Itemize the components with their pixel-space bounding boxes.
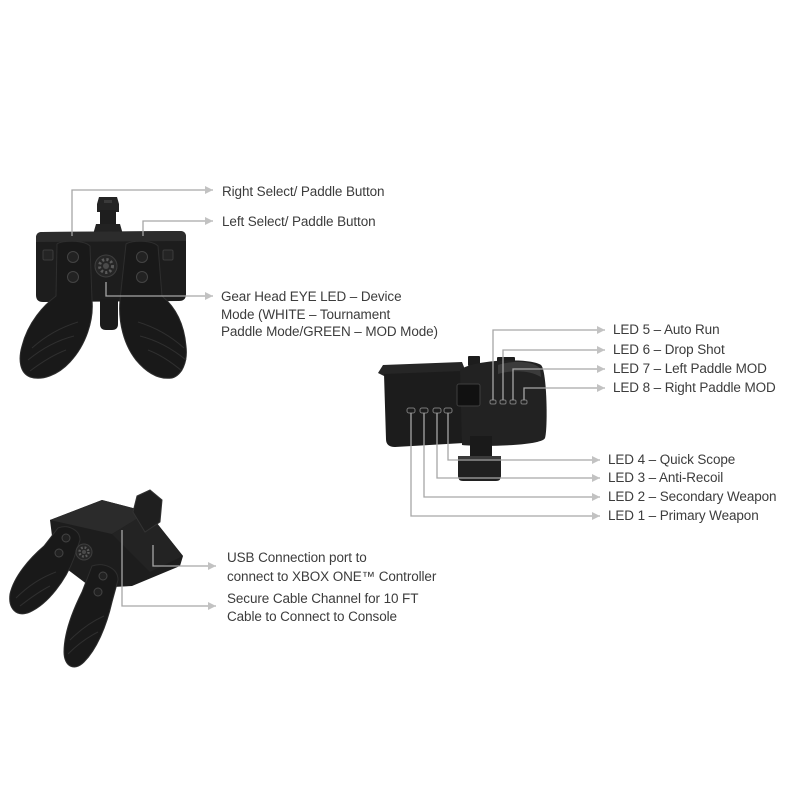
leader-line-led-6: [502, 346, 605, 400]
leader-line-led-2: [423, 413, 600, 501]
top-stem-cap: [97, 197, 119, 212]
leader-line-left-select: [142, 217, 213, 236]
left-paddle: [9, 526, 81, 615]
right-paddle-upper-screw: [136, 251, 148, 263]
left-paddle-grip-ridge: [15, 571, 57, 599]
left-paddle-grip-ridge: [19, 585, 51, 607]
front-block: [384, 371, 464, 447]
callout-right-select-paddle-button: Right Select/ Paddle Button: [222, 183, 385, 201]
callout-line: Right Select/ Paddle Button: [222, 184, 385, 199]
leader-lines: [71, 186, 605, 610]
callout-led-7: LED 7 – Left Paddle MOD: [613, 360, 767, 378]
stem-cap: [458, 456, 501, 481]
callout-line: LED 6 – Drop Shot: [613, 342, 725, 357]
usb-port: [456, 383, 481, 407]
callout-line: Left Select/ Paddle Button: [222, 214, 376, 229]
stem-cap-edge: [458, 456, 501, 459]
callout-line: USB Connection port to: [227, 550, 367, 565]
callout-led-4: LED 4 – Quick Scope: [608, 451, 735, 469]
callout-left-select-paddle-button: Left Select/ Paddle Button: [222, 213, 376, 231]
callout-led-3: LED 3 – Anti-Recoil: [608, 469, 723, 487]
left-paddle-grip-ridge: [31, 321, 79, 349]
side-view-device: [378, 356, 547, 481]
left-square-button: [42, 249, 54, 261]
gear-icon-hub: [103, 263, 109, 269]
callout-line: Paddle Mode/GREEN – MOD Mode): [221, 324, 438, 339]
callout-line: LED 5 – Auto Run: [613, 322, 720, 337]
callout-secure-cable-channel: Secure Cable Channel for 10 FT Cable to …: [227, 590, 418, 626]
top-hook-left: [468, 356, 480, 366]
lower-paddle-lower-screw: [93, 587, 103, 597]
leader-line-led-3: [436, 413, 600, 482]
left-paddle-lower-screw: [67, 271, 79, 283]
right-paddle-grip-ridge: [139, 335, 187, 361]
callout-line: LED 7 – Left Paddle MOD: [613, 361, 767, 376]
callout-gear-head-eye-led: Gear Head EYE LED – Device Mode (WHITE –…: [221, 288, 438, 341]
lower-paddle-grip-ridge: [67, 631, 99, 655]
front-view-device: [19, 197, 187, 379]
callout-line: Cable to Connect to Console: [227, 609, 397, 624]
left-paddle-lower-screw: [54, 548, 64, 558]
callout-line: connect to XBOX ONE™ Controller: [227, 568, 437, 584]
leader-line-led-7: [512, 365, 605, 400]
device-body-top-face: [50, 500, 148, 534]
right-square-button: [162, 249, 174, 261]
lower-paddle-grip-ridge: [69, 615, 105, 641]
leader-line-led-4: [447, 413, 600, 464]
gear-icon-teeth: [98, 258, 114, 274]
left-paddle-grip-ridge: [29, 349, 67, 372]
lower-paddle-upper-screw: [98, 571, 108, 581]
callout-led-1: LED 1 – Primary Weapon: [608, 507, 759, 525]
gear-icon: [94, 254, 118, 278]
device-body-top-edge: [36, 231, 186, 242]
callout-line: LED 4 – Quick Scope: [608, 452, 736, 467]
right-paddle-grip-ridge: [137, 321, 185, 349]
angled-view-device: [9, 489, 183, 668]
callout-line: Mode (WHITE – Tournament: [221, 306, 391, 322]
paddle-housing: [460, 360, 547, 446]
callout-line: LED 1 – Primary Weapon: [608, 508, 759, 523]
gear-icon-hub: [82, 550, 86, 554]
leader-line-led-1: [410, 413, 600, 520]
left-paddle-grip-ridge: [27, 335, 75, 361]
stem: [470, 436, 492, 460]
right-paddle-lower-screw: [136, 271, 148, 283]
leader-line-right-select: [71, 186, 213, 236]
callout-line: LED 2 – Secondary Weapon: [608, 489, 777, 504]
leader-line-led-5: [492, 326, 605, 400]
bottom-tab: [100, 299, 118, 330]
top-stem: [132, 489, 163, 533]
callout-led-2: LED 2 – Secondary Weapon: [608, 488, 777, 506]
top-stem-slot: [104, 200, 112, 203]
leader-line-led-8: [523, 384, 605, 400]
lower-paddle: [63, 564, 119, 668]
callout-line: LED 8 – Right Paddle MOD: [613, 380, 776, 395]
device-body-side-face: [112, 512, 183, 572]
right-paddle-grip-ridge: [147, 349, 183, 372]
left-paddle-upper-screw: [67, 251, 79, 263]
leader-line-secure-cable-channel: [121, 530, 216, 610]
gear-icon: [75, 543, 93, 561]
callout-usb-connection-port: USB Connection port to connect to XBOX O…: [227, 549, 436, 586]
gear-icon-teeth: [78, 546, 90, 558]
callout-line: Secure Cable Channel for 10 FT: [227, 591, 419, 606]
leader-line-gear-head-eye-led: [105, 282, 213, 300]
callout-led-8: LED 8 – Right Paddle MOD: [613, 379, 776, 397]
callout-led-5: LED 5 – Auto Run: [613, 321, 720, 339]
callout-line: LED 3 – Anti-Recoil: [608, 470, 724, 485]
callout-led-6: LED 6 – Drop Shot: [613, 341, 725, 359]
callout-line: Gear Head EYE LED – Device: [221, 289, 402, 304]
leader-line-usb-connection-port: [152, 545, 216, 570]
left-paddle-upper-screw: [61, 533, 71, 543]
